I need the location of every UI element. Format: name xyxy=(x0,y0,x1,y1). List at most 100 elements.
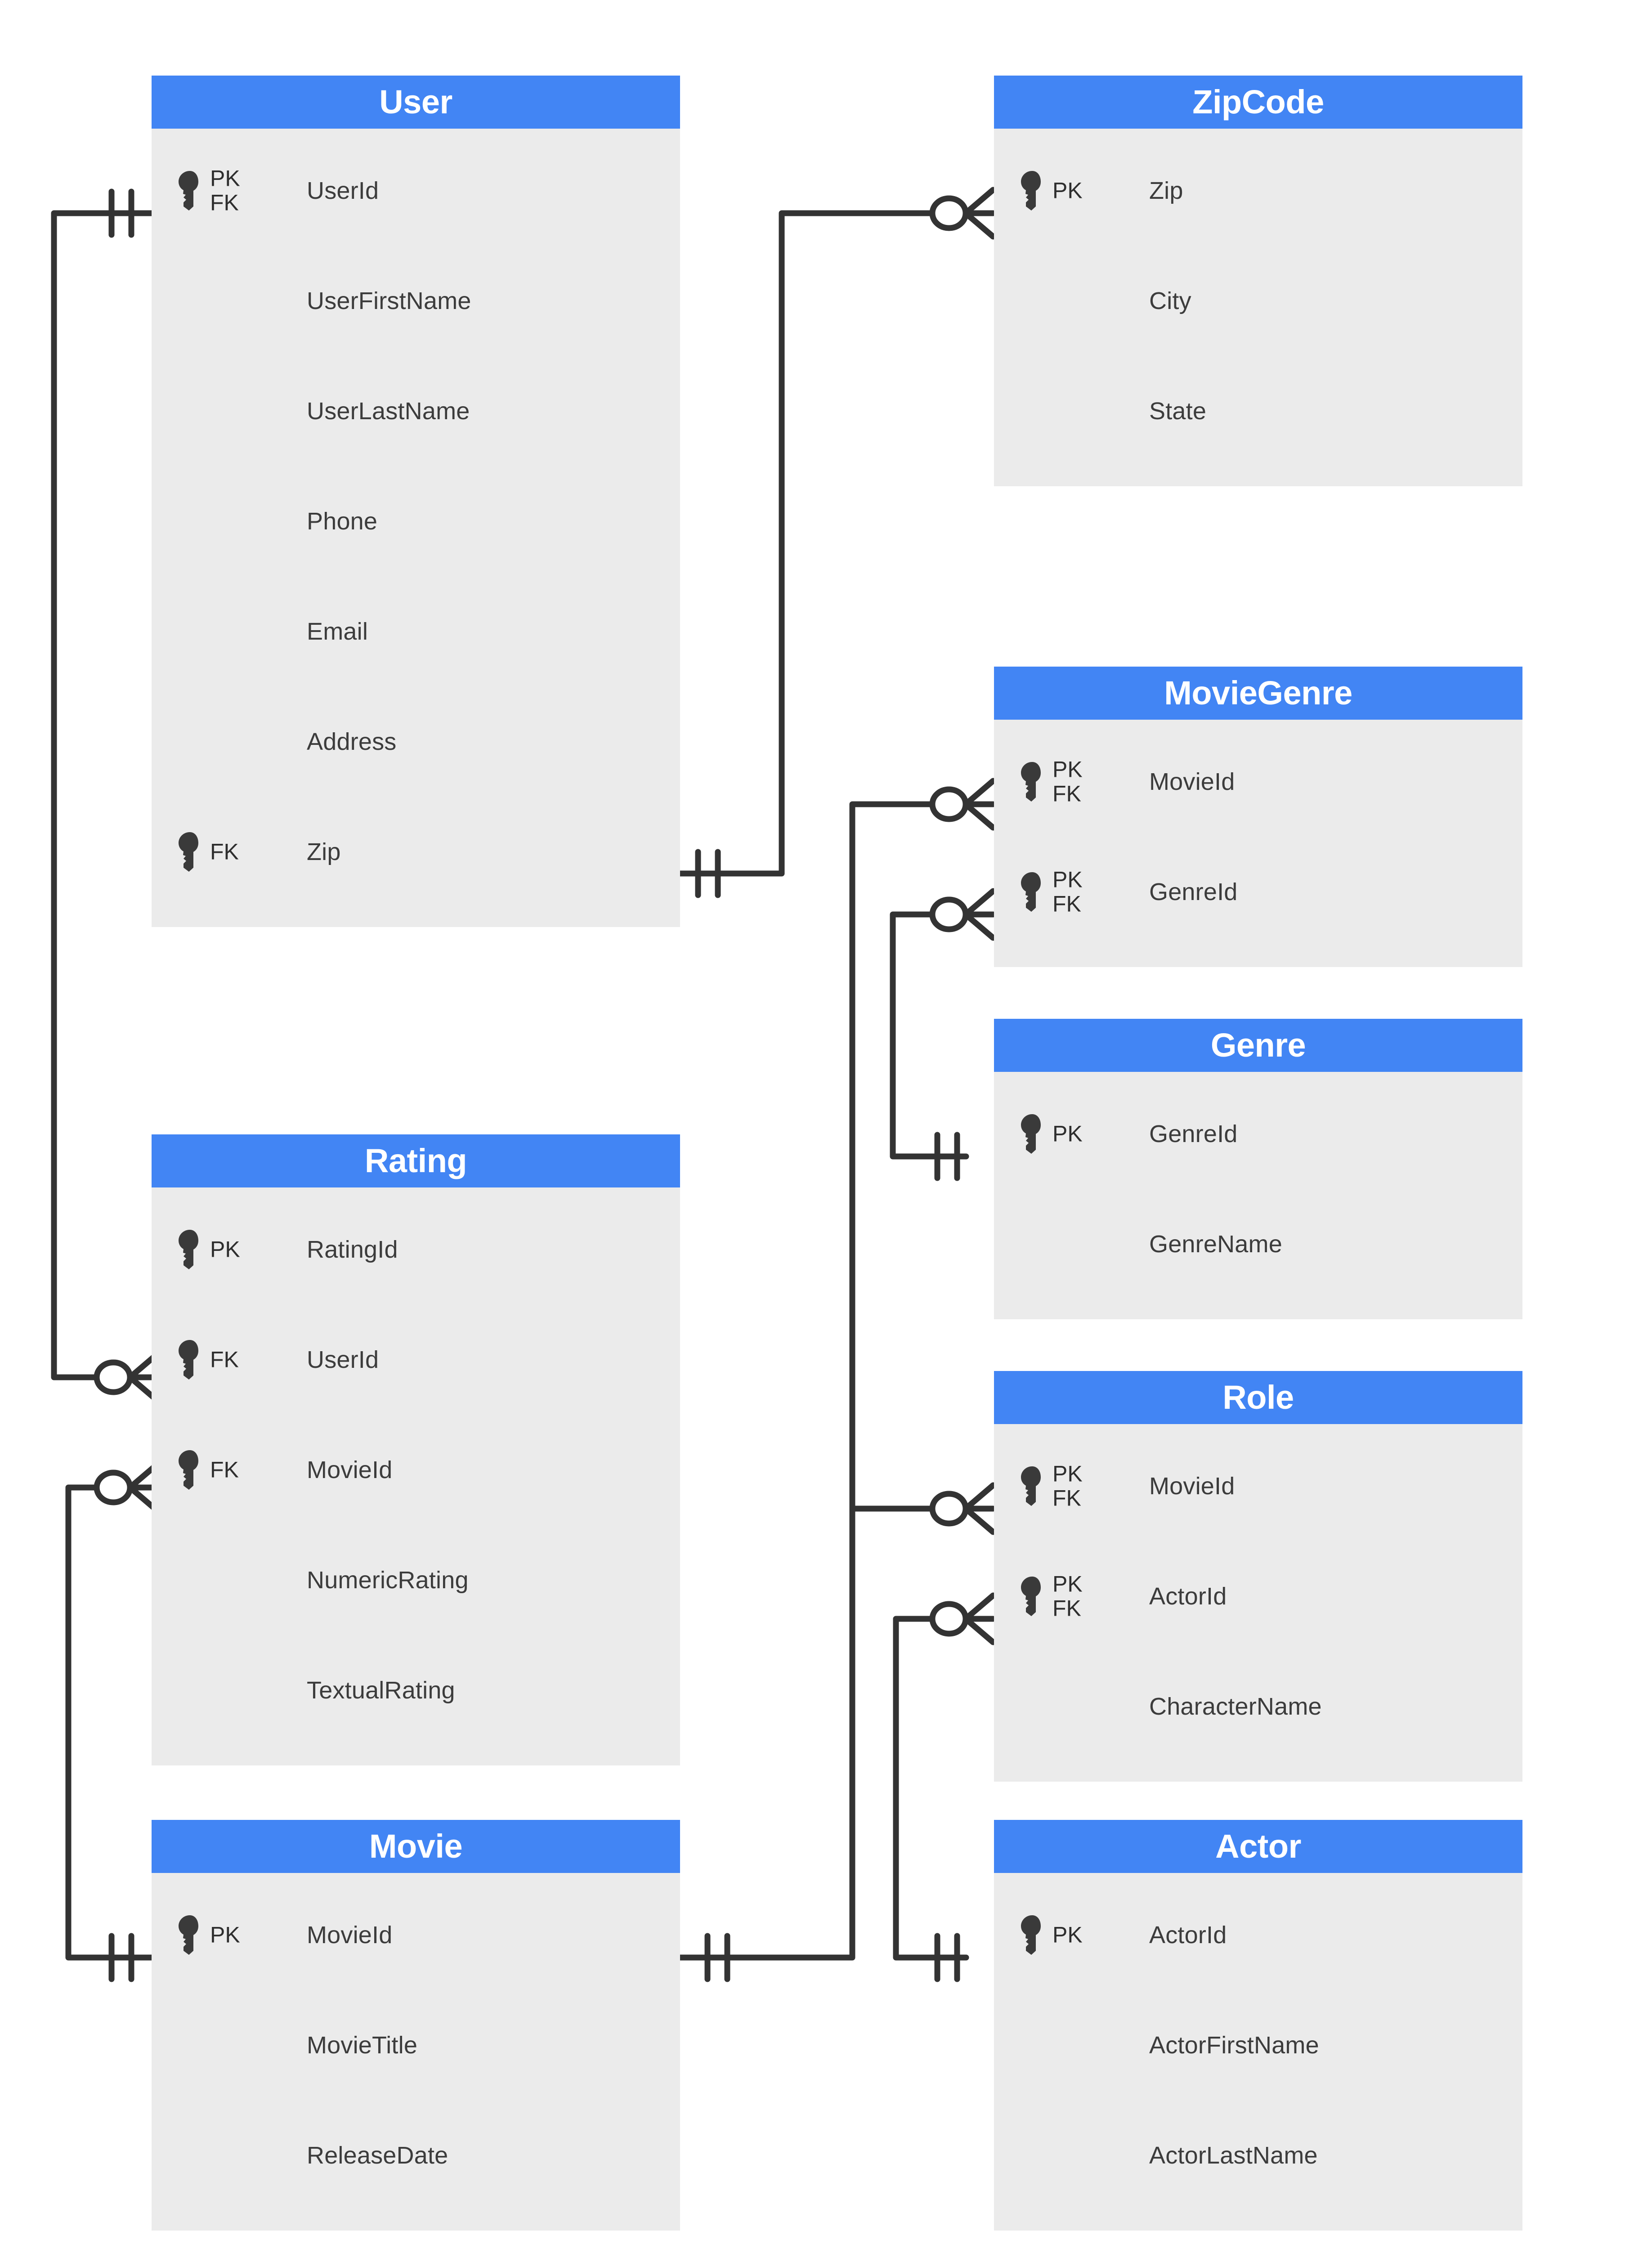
field-key-tags: FK xyxy=(210,1348,239,1372)
field-name: UserFirstName xyxy=(307,287,471,314)
one-and-only-one-marker xyxy=(695,849,721,898)
key-icon xyxy=(1019,872,1046,912)
zero-or-many-crowsfoot-marker xyxy=(929,1592,996,1645)
field-name: City xyxy=(1149,287,1191,314)
field-name: ActorId xyxy=(1149,1922,1227,1949)
key-icon xyxy=(1019,1466,1046,1506)
field-name: GenreId xyxy=(1149,878,1238,905)
key-icon xyxy=(1019,1114,1046,1154)
field-name: TextualRating xyxy=(307,1677,455,1704)
one-and-only-one-marker xyxy=(934,1132,960,1181)
field-name: MovieId xyxy=(307,1456,393,1483)
entity-title-genre: Genre xyxy=(994,1019,1522,1072)
key-icon xyxy=(176,1915,203,1955)
field-name: MovieId xyxy=(1149,768,1235,795)
field-key-tags: PK xyxy=(1052,179,1083,203)
key-icon xyxy=(1019,762,1046,802)
field-name: UserLastName xyxy=(307,398,470,425)
field-name: RatingId xyxy=(307,1236,398,1263)
field-name: GenreId xyxy=(1149,1120,1238,1147)
key-icon xyxy=(1019,171,1046,211)
field-key-tags: PK xyxy=(210,1237,240,1262)
field-name: ActorFirstName xyxy=(1149,2032,1319,2059)
entity-title-moviegenre: MovieGenre xyxy=(994,667,1522,720)
key-icon xyxy=(176,1450,203,1490)
key-icon xyxy=(176,1230,203,1269)
relationship-genre-moviegenre xyxy=(890,888,996,1181)
field-key-tags: PK xyxy=(1052,1122,1083,1146)
relationship-user-rating xyxy=(51,188,161,1404)
field-name: State xyxy=(1149,398,1207,425)
key-icon xyxy=(176,832,203,872)
field-tag-fk: FK xyxy=(210,190,239,215)
relationship-movie-rating xyxy=(65,1461,161,1982)
field-tag-fk: FK xyxy=(1052,1485,1081,1510)
relationship-zipcode-user xyxy=(677,187,996,898)
key-icon xyxy=(176,1340,203,1380)
entity-title-role: Role xyxy=(994,1371,1522,1424)
field-tag-pk: PK xyxy=(210,1237,240,1262)
field-tag-pk: PK xyxy=(1052,1121,1083,1147)
entity-title-user: User xyxy=(152,76,680,129)
field-name: ActorId xyxy=(1149,1583,1227,1610)
field-tag-pk: PK xyxy=(210,166,240,191)
entity-title-zipcode: ZipCode xyxy=(994,76,1522,129)
field-tag-fk: FK xyxy=(1052,781,1081,806)
field-name: NumericRating xyxy=(307,1567,469,1594)
relationship-actor-role xyxy=(893,1592,996,1982)
entity-title-rating: Rating xyxy=(152,1134,680,1187)
field-name: MovieId xyxy=(307,1922,393,1949)
field-name: GenreName xyxy=(1149,1231,1282,1258)
field-tag-pk: PK xyxy=(1052,867,1083,892)
field-tag-pk: PK xyxy=(1052,1922,1083,1948)
field-tag-fk: FK xyxy=(210,839,239,865)
key-icon xyxy=(1019,1915,1046,1955)
field-key-tags: PK xyxy=(210,1923,240,1947)
zero-or-many-crowsfoot-marker xyxy=(94,1461,161,1514)
one-and-only-one-marker xyxy=(704,1933,730,1982)
zero-or-many-crowsfoot-marker xyxy=(94,1351,161,1404)
entity-title-actor: Actor xyxy=(994,1820,1522,1873)
field-name: Email xyxy=(307,618,368,645)
field-name: UserId xyxy=(307,177,379,204)
field-name: Phone xyxy=(307,508,378,535)
field-tag-fk: FK xyxy=(1052,1595,1081,1621)
key-icon xyxy=(176,171,203,211)
field-tag-fk: FK xyxy=(1052,891,1081,916)
field-tag-pk: PK xyxy=(1052,178,1083,203)
one-and-only-one-marker xyxy=(934,1933,960,1982)
one-and-only-one-marker xyxy=(108,1933,134,1982)
field-name: UserId xyxy=(307,1346,379,1373)
field-tag-pk: PK xyxy=(1052,757,1083,782)
field-tag-pk: PK xyxy=(1052,1571,1083,1597)
field-name: Zip xyxy=(1149,177,1183,204)
field-name: ReleaseDate xyxy=(307,2142,448,2169)
entity-title-movie: Movie xyxy=(152,1820,680,1873)
field-name: CharacterName xyxy=(1149,1693,1322,1720)
one-and-only-one-marker xyxy=(108,188,134,238)
zero-or-many-crowsfoot-marker xyxy=(929,888,996,941)
field-name: MovieTitle xyxy=(307,2032,418,2059)
zero-or-many-crowsfoot-marker xyxy=(929,187,996,240)
relationship-movie-moviegenre xyxy=(677,778,996,1982)
field-tag-pk: PK xyxy=(210,1922,240,1948)
